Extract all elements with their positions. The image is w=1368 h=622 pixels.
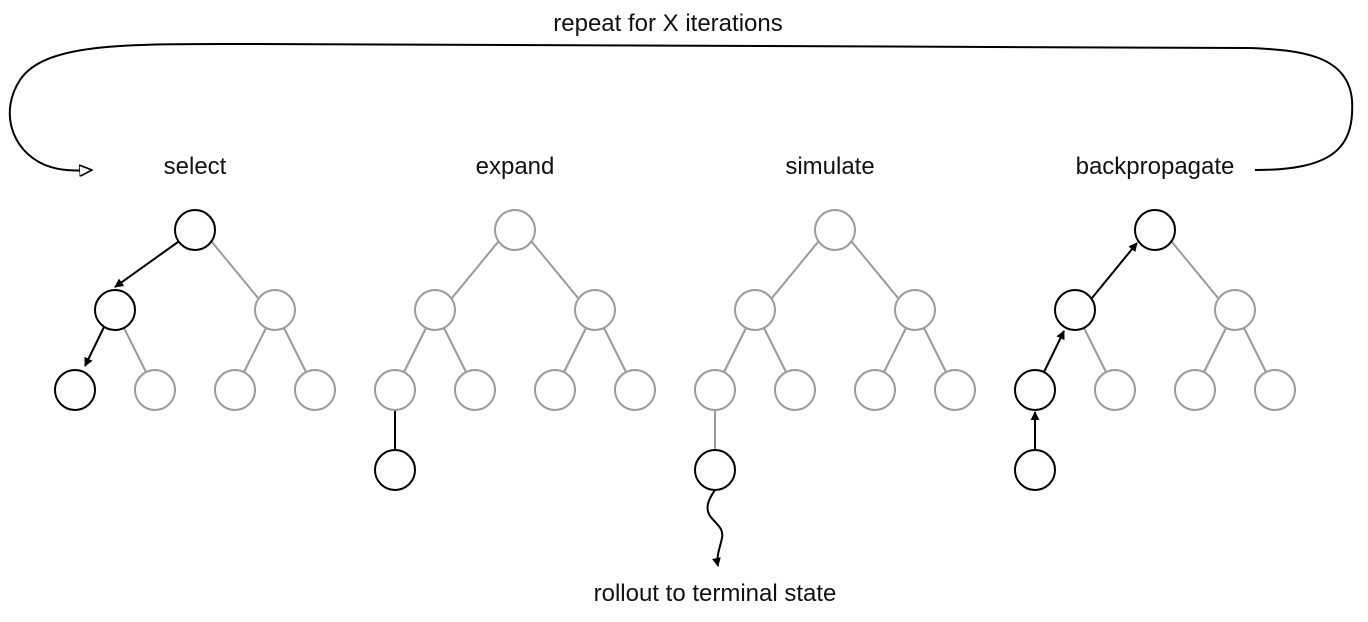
expand-node-l1-left — [414, 289, 456, 331]
select-tree — [54, 209, 336, 411]
loop-label: repeat for X iterations — [553, 10, 782, 37]
tree-edge — [763, 327, 787, 373]
tree-edge — [243, 327, 267, 373]
backprop-node-l1-right — [1214, 289, 1256, 331]
select-arrow-left-to-leaf — [84, 326, 105, 367]
simulate-node-l2-3 — [854, 369, 896, 411]
tree-edge — [1203, 327, 1227, 373]
tree-edge — [123, 327, 147, 373]
expand-node-new — [374, 449, 416, 491]
tree-edge — [771, 241, 819, 299]
tree-edge — [211, 241, 259, 299]
expand-node-root — [494, 209, 536, 251]
backprop-node-l2-4 — [1254, 369, 1296, 411]
backprop-arrow-l2-to-l1 — [1043, 330, 1065, 373]
select-arrow-root-to-left — [114, 241, 179, 288]
simulate-node-root — [814, 209, 856, 251]
expand-node-l2-1 — [374, 369, 416, 411]
tree-edge — [923, 327, 947, 373]
simulate-node-l1-right — [894, 289, 936, 331]
backprop-node-new — [1014, 449, 1056, 491]
select-node-l2-2 — [134, 369, 176, 411]
expand-node-l2-2 — [454, 369, 496, 411]
tree-edge — [531, 241, 579, 299]
simulate-node-l2-1 — [694, 369, 736, 411]
tree-edge — [1243, 327, 1267, 373]
tree-edge — [443, 327, 467, 373]
backpropagate-tree — [1014, 209, 1296, 491]
expand-node-l2-4 — [614, 369, 656, 411]
backprop-arrow-l1-to-root — [1091, 242, 1138, 299]
tree-edge — [851, 241, 899, 299]
phase-title-select: select — [164, 153, 227, 180]
phase-title-backpropagate: backpropagate — [1076, 153, 1235, 180]
select-node-l2-4 — [294, 369, 336, 411]
select-node-l2-3 — [214, 369, 256, 411]
tree-edge — [883, 327, 907, 373]
tree-edge — [1083, 327, 1107, 373]
rollout-squiggle-arrow — [706, 489, 724, 567]
phase-title-simulate: simulate — [785, 153, 874, 180]
rollout-label: rollout to terminal state — [594, 580, 837, 607]
tree-edge — [283, 327, 307, 373]
simulate-node-l1-left — [734, 289, 776, 331]
select-node-l1-right — [254, 289, 296, 331]
backprop-node-root — [1134, 209, 1176, 251]
simulate-tree — [694, 209, 976, 567]
select-node-l1-left — [94, 289, 136, 331]
select-node-l2-1 — [54, 369, 96, 411]
backprop-node-l2-2 — [1094, 369, 1136, 411]
backprop-node-l1-left — [1054, 289, 1096, 331]
tree-edge — [563, 327, 587, 373]
expand-node-l2-3 — [534, 369, 576, 411]
tree-edge — [403, 327, 427, 373]
expand-tree — [374, 209, 656, 491]
select-node-root — [174, 209, 216, 251]
backprop-node-l2-1 — [1014, 369, 1056, 411]
phase-title-expand: expand — [476, 153, 555, 180]
simulate-node-l2-4 — [934, 369, 976, 411]
simulate-node-new — [694, 449, 736, 491]
tree-edge — [723, 327, 747, 373]
expand-node-l1-right — [574, 289, 616, 331]
tree-edge — [451, 241, 499, 299]
repeat-loop-arrow — [8, 42, 1354, 171]
simulate-node-l2-2 — [774, 369, 816, 411]
tree-edge — [603, 327, 627, 373]
backprop-node-l2-3 — [1174, 369, 1216, 411]
tree-edge — [1171, 241, 1219, 299]
